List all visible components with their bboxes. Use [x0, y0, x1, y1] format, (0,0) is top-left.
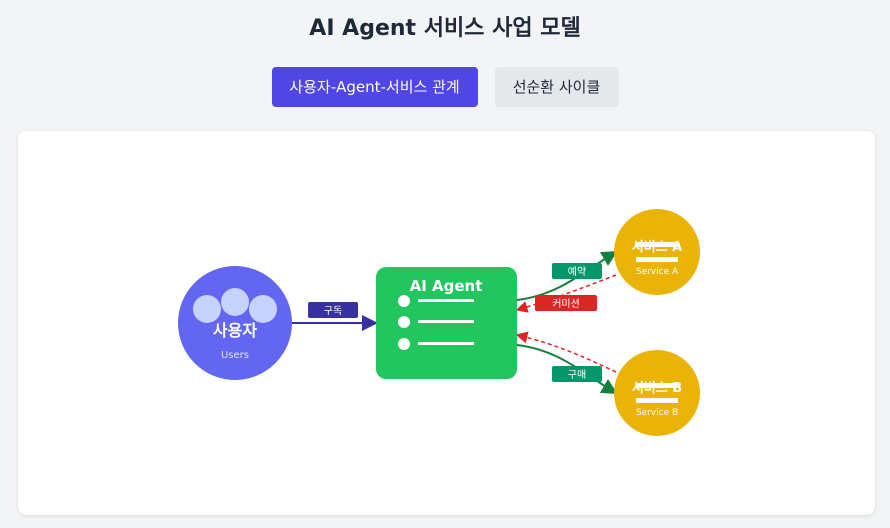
tab-cycle[interactable]: 선순환 사이클	[494, 67, 619, 107]
store-icon	[636, 383, 678, 403]
user-avatar-icon	[193, 295, 221, 323]
edge-purchase-line	[516, 344, 618, 395]
edge-label-reserve-text: 예약	[568, 266, 586, 278]
tab-relationship[interactable]: 사용자-Agent-서비스 관계	[271, 67, 478, 107]
user-node-title: 사용자	[213, 321, 257, 340]
edge-label-commission-text: 커미션	[552, 298, 580, 310]
list-icon	[398, 295, 474, 350]
edge-label-reserve: 예약	[552, 263, 602, 279]
edge-label-commission: 커미션	[535, 295, 597, 311]
edge-label-purchase-text: 구매	[568, 369, 586, 381]
service-b-subtitle: Service B	[636, 408, 678, 418]
edge-label-subscribe-text: 구독	[324, 305, 342, 317]
edge-commission-b-line	[515, 331, 617, 373]
agent-node-title: AI Agent	[410, 277, 483, 295]
user-avatar-icon	[221, 288, 249, 316]
service-a-subtitle: Service A	[636, 267, 679, 277]
page-title: AI Agent 서비스 사업 모델	[309, 16, 581, 41]
service-a-node: 서비스 A Service A	[614, 209, 700, 295]
user-node-subtitle: Users	[221, 350, 249, 361]
tab-bar: 사용자-Agent-서비스 관계 선순환 사이클	[0, 67, 890, 107]
store-icon	[636, 242, 678, 262]
edge-commission-a-line	[515, 274, 617, 313]
user-node: 사용자 Users	[178, 266, 292, 380]
edge-label-subscribe: 구독	[308, 302, 358, 318]
edge-reserve-line	[516, 250, 618, 301]
agent-node: AI Agent	[376, 267, 517, 379]
edge-label-purchase: 구매	[552, 366, 602, 382]
user-avatar-icon	[249, 295, 277, 323]
service-b-node: 서비스 B Service B	[614, 350, 700, 436]
